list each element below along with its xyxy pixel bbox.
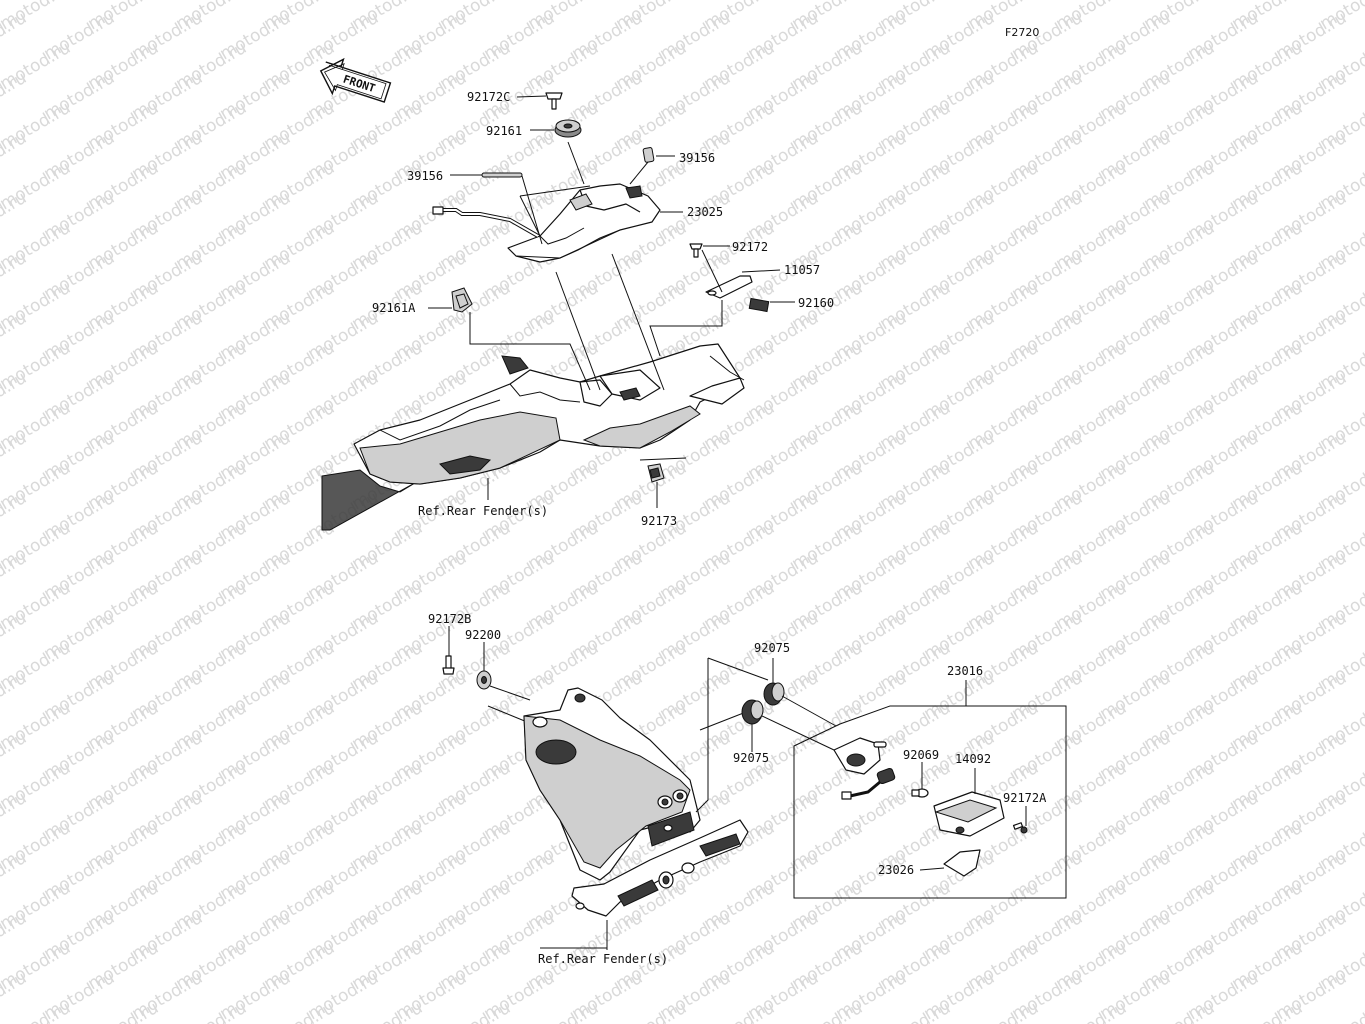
label-92172b: 92172B	[428, 612, 471, 626]
label-ref-rear-fender-top: Ref.Rear Fender(s)	[418, 504, 548, 518]
rear-fender-top	[321, 343, 745, 531]
label-92075-bottom: 92075	[733, 751, 769, 765]
washer-92200	[476, 670, 492, 690]
label-ref-rear-fender-bottom: Ref.Rear Fender(s)	[538, 952, 668, 966]
label-92161a: 92161A	[372, 301, 416, 315]
pad-39156-left	[481, 172, 523, 178]
label-92172: 92172	[732, 240, 768, 254]
gasket-23026	[943, 849, 981, 877]
cover-23025	[507, 183, 661, 263]
watermark-text: motod.ru	[525, 998, 603, 1024]
label-23026: 23026	[878, 863, 914, 877]
label-92161: 92161	[486, 124, 522, 138]
watermark-text: motod.ru	[789, 998, 867, 1024]
label-92173: 92173	[641, 514, 677, 528]
watermark-text: motod.ru	[965, 998, 1043, 1024]
label-23016: 23016	[947, 664, 983, 678]
bracket-11057	[705, 275, 753, 299]
diagram-code: F2720	[1005, 26, 1039, 39]
label-92069: 92069	[903, 748, 939, 762]
screw-92172	[689, 243, 703, 258]
front-arrow-icon: FRONT	[319, 57, 392, 103]
clip-92173	[647, 463, 665, 483]
watermark-text: motod.ru	[1053, 998, 1131, 1024]
lamp-housing	[833, 737, 887, 775]
label-39156-left: 39156	[407, 169, 443, 183]
watermark-text: motod.ru	[701, 998, 779, 1024]
rubber-92075-bottom	[741, 699, 764, 725]
wire-harness	[432, 206, 539, 238]
lamp-assembly-box	[793, 680, 1067, 899]
license-bracket	[523, 687, 749, 917]
screw-92172b	[442, 655, 455, 675]
label-92200: 92200	[465, 628, 501, 642]
label-14092: 14092	[955, 752, 991, 766]
pad-92160	[748, 297, 770, 313]
watermark-text: motod.ru	[437, 998, 515, 1024]
label-23025: 23025	[687, 205, 723, 219]
label-11057: 11057	[784, 263, 820, 277]
pad-39156-right	[642, 147, 655, 163]
watermark-text: motod.ru	[1317, 998, 1365, 1024]
bulb-92069	[911, 788, 929, 798]
watermark-text: motod.ru	[613, 998, 691, 1024]
screw-92172c	[545, 92, 563, 110]
watermark-text: motod.ru	[1141, 998, 1219, 1024]
label-92160: 92160	[798, 296, 834, 310]
watermark-text: motod.ru	[1229, 998, 1307, 1024]
watermark-text: motod.ru	[877, 998, 955, 1024]
socket-wire	[841, 767, 896, 800]
grommet-92161	[554, 119, 582, 138]
label-92172c: 92172C	[467, 90, 510, 104]
watermark-text: motod.ru	[349, 998, 427, 1024]
lens-14092	[933, 791, 1005, 837]
label-92172a: 92172A	[1003, 791, 1047, 805]
label-92075-top: 92075	[754, 641, 790, 655]
grommet-92161a	[451, 287, 473, 313]
watermark-text: motod.ru	[0, 998, 74, 1024]
watermark-text: motod.ru	[173, 998, 251, 1024]
screw-92172a	[1012, 822, 1028, 834]
watermark-text: motod.ru	[261, 998, 339, 1024]
watermark-text: motod.ru	[85, 998, 163, 1024]
label-39156-right: 39156	[679, 151, 715, 165]
